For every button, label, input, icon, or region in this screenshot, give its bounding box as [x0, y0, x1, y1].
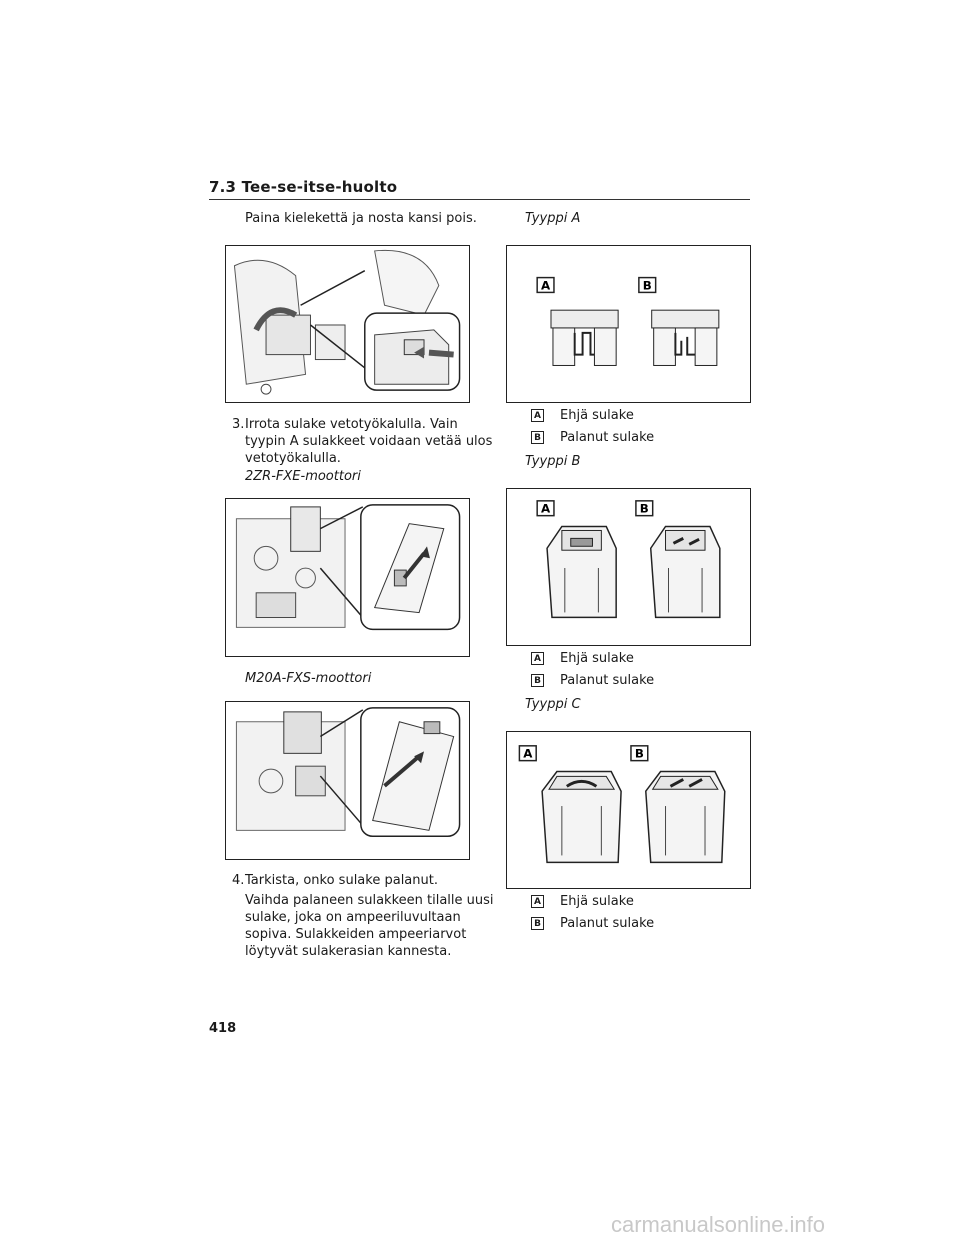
legend-badge-b: B: [531, 431, 544, 444]
legend-text: Ehjä sulake: [560, 408, 634, 423]
step-3-line-1: Irrota sulake vetotyökalulla. Vain: [245, 417, 458, 432]
engine-m20a-drawing: [226, 702, 469, 859]
fig-a-badge-b: B: [643, 278, 652, 292]
fig-b-badge-a: A: [541, 502, 551, 516]
fig-c-badge-b: B: [635, 747, 644, 761]
type-c-legend-b: B Palanut sulake: [531, 916, 654, 931]
blown-blade-fuse: [651, 309, 720, 366]
type-a-label: Tyyppi A: [525, 211, 581, 226]
section-divider: [209, 199, 750, 200]
type-c-label: Tyyppi C: [525, 697, 581, 712]
blown-box-fuse: [645, 770, 726, 864]
watermark-text: carmanualsonline.info: [611, 1212, 826, 1237]
intro-text: Paina kielekettä ja nosta kansi pois.: [245, 211, 477, 226]
fuse-type-c-illustration: A B: [506, 731, 751, 889]
engine-2zr-drawing: [226, 499, 469, 656]
engine-2zr-label: 2ZR-FXE-moottori: [245, 469, 361, 484]
type-c-legend-a: A Ehjä sulake: [531, 894, 634, 909]
legend-badge-b: B: [531, 674, 544, 687]
legend-badge-b: B: [531, 917, 544, 930]
legend-badge-a: A: [531, 652, 544, 665]
legend-badge-a: A: [531, 895, 544, 908]
engine-bay-cover-drawing: [226, 246, 469, 402]
fuse-type-c-drawing: A B: [518, 745, 726, 864]
intact-box-fuse: [541, 770, 622, 864]
fuse-type-b-drawing: A B: [536, 500, 721, 619]
legend-text: Ehjä sulake: [560, 894, 634, 909]
fuse-box-cover-illustration: [225, 245, 470, 403]
step-4-line-3: sopiva. Sulakkeiden ampeeriarvot: [245, 927, 467, 942]
step-3-line-2: tyypin A sulakkeet voidaan vetää ulos: [245, 434, 493, 449]
section-title: 7.3 Tee-se-itse-huolto: [209, 178, 398, 196]
fuse-type-a-illustration: A B: [506, 245, 751, 403]
fig-a-badge-a: A: [541, 278, 551, 292]
fig-b-badge-b: B: [640, 502, 649, 516]
step-3-number: 3.: [232, 417, 245, 432]
step-4-title: Tarkista, onko sulake palanut.: [245, 873, 438, 888]
intact-cartridge-fuse: [546, 525, 617, 619]
step-4-line-4: löytyvät sulakerasian kannesta.: [245, 944, 452, 959]
legend-text: Palanut sulake: [560, 430, 655, 445]
type-b-label: Tyyppi B: [525, 454, 581, 469]
step-4-line-1: Vaihda palaneen sulakkeen tilalle uusi: [245, 893, 494, 908]
page-number: 418: [209, 1021, 237, 1036]
intact-blade-fuse: [550, 309, 619, 366]
legend-text: Palanut sulake: [560, 673, 655, 688]
type-b-legend-b: B Palanut sulake: [531, 673, 654, 688]
engine-m20a-label: M20A-FXS-moottori: [245, 671, 372, 686]
engine-m20a-fuse-illustration: [225, 701, 470, 860]
step-4-number: 4.: [232, 873, 245, 888]
fig-c-badge-a: A: [523, 747, 533, 761]
type-a-legend-b: B Palanut sulake: [531, 430, 654, 445]
type-b-legend-a: A Ehjä sulake: [531, 651, 634, 666]
fuse-type-a-drawing: A B: [536, 276, 720, 366]
type-a-legend-a: A Ehjä sulake: [531, 408, 634, 423]
step-4-line-2: sulake, joka on ampeeriluvultaan: [245, 910, 461, 925]
fuse-type-b-illustration: A B: [506, 488, 751, 646]
engine-2zr-fuse-illustration: [225, 498, 470, 657]
legend-text: Palanut sulake: [560, 916, 655, 931]
legend-badge-a: A: [531, 409, 544, 422]
step-3-line-3: vetotyökalulla.: [245, 451, 341, 466]
blown-cartridge-fuse: [649, 525, 721, 619]
legend-text: Ehjä sulake: [560, 651, 634, 666]
